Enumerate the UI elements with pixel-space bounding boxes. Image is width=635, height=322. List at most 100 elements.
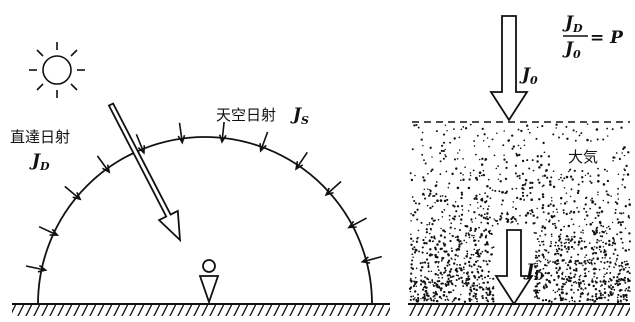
atmosphere-dot (528, 168, 530, 170)
atmosphere-dot (578, 278, 580, 280)
atmosphere-dot (621, 152, 623, 154)
atmosphere-dot (529, 187, 531, 189)
atmosphere-dot (577, 260, 579, 262)
atmosphere-dot (562, 289, 564, 291)
atmosphere-dot (547, 261, 549, 263)
atmosphere-dot (448, 291, 451, 294)
atmosphere-dot (590, 175, 592, 177)
atmosphere-dot (426, 295, 428, 297)
atmosphere-dot (536, 160, 538, 162)
atmosphere-dot (518, 129, 520, 131)
atmosphere-dot (473, 282, 476, 285)
atmosphere-dot (475, 177, 478, 180)
atmosphere-dot (617, 188, 619, 190)
atmosphere-dot (591, 295, 593, 297)
atmosphere-dot (575, 268, 577, 270)
atmosphere-dot (581, 238, 583, 240)
atmosphere-dot (595, 229, 598, 232)
atmosphere-dot (547, 272, 549, 274)
atmosphere-dot (615, 264, 617, 266)
atmosphere-dot (596, 298, 598, 300)
atmosphere-dot (571, 296, 573, 298)
atmosphere-dot (486, 235, 488, 237)
atmosphere-dot (470, 124, 472, 126)
atmosphere-dot (470, 172, 472, 174)
atmosphere-dot (460, 294, 462, 296)
atmosphere-dot (423, 300, 424, 301)
atmosphere-dot (573, 224, 575, 226)
atmosphere-dot (554, 223, 556, 225)
atmosphere-dot (467, 253, 469, 255)
atmosphere-dot (536, 260, 538, 262)
atmosphere-dot (490, 197, 492, 199)
atmosphere-dot (423, 159, 425, 161)
atmosphere-dot (443, 294, 446, 297)
atmosphere-dot (621, 213, 623, 215)
atmosphere-dot (626, 271, 627, 272)
atmosphere-dot (526, 159, 528, 161)
atmosphere-dot (422, 132, 424, 134)
atmosphere-dot (592, 258, 594, 260)
atmosphere-dot (507, 221, 509, 223)
atmosphere-dot (470, 175, 472, 177)
atmosphere-dot (454, 259, 456, 261)
atmosphere-dot (423, 179, 426, 182)
atmosphere-dot (420, 262, 422, 264)
atmosphere-dot (491, 247, 493, 249)
atmosphere-dot (554, 245, 556, 247)
atmosphere-dot (577, 289, 579, 291)
atmosphere-dot (538, 250, 540, 252)
atmosphere-dot (616, 233, 618, 235)
atmosphere-dot (565, 276, 566, 277)
atmosphere-dot (489, 187, 491, 189)
atmosphere-dot (497, 165, 499, 167)
atmosphere-dot (573, 269, 575, 271)
atmosphere-dot (593, 231, 596, 234)
atmosphere-dot (530, 198, 533, 201)
atmosphere-dot (487, 294, 489, 296)
atmosphere-dot (484, 213, 486, 215)
atmosphere-dot (430, 170, 432, 172)
atmosphere-dot (532, 159, 534, 161)
atmosphere-dot (569, 169, 571, 171)
atmosphere-dot (527, 212, 530, 215)
transmitted-radiation-symbol: JD (523, 261, 544, 283)
atmosphere-dot (457, 187, 460, 190)
atmosphere-dot (625, 165, 627, 167)
atmosphere-dot (485, 217, 487, 219)
atmosphere-dot (445, 149, 446, 150)
atmosphere-dot (622, 221, 624, 223)
atmosphere-dot (584, 256, 586, 258)
atmosphere-dot (429, 195, 431, 197)
atmosphere-dot (578, 240, 580, 242)
atmosphere-dot (613, 253, 615, 255)
atmosphere-dot (556, 208, 558, 210)
atmosphere-dot (558, 253, 560, 255)
atmosphere-dot (600, 294, 602, 296)
atmosphere-dot (578, 262, 580, 264)
atmosphere-dot (426, 228, 428, 230)
atmosphere-dot (546, 279, 548, 281)
atmosphere-dot (544, 151, 546, 153)
atmosphere-dot (593, 276, 595, 278)
atmosphere-dot (453, 262, 455, 264)
atmosphere-dot (477, 271, 479, 273)
atmosphere-dot (474, 249, 476, 251)
atmosphere-dot (436, 300, 438, 302)
atmosphere-dot (608, 243, 611, 246)
atmosphere-dot (487, 218, 489, 220)
atmosphere-dot (446, 199, 448, 201)
atmosphere-dot (599, 246, 602, 249)
atmosphere-dot (565, 242, 567, 244)
atmosphere-dot (486, 185, 489, 188)
atmosphere-dot (548, 155, 550, 157)
atmosphere-dot (461, 128, 463, 130)
atmosphere-dot (458, 248, 461, 251)
atmosphere-dot (559, 268, 561, 270)
atmosphere-dot (486, 195, 488, 197)
atmosphere-dot (513, 145, 515, 147)
atmosphere-dot (425, 242, 427, 244)
atmosphere-dot (589, 242, 591, 244)
atmosphere-dot (445, 270, 447, 272)
atmosphere-dot (426, 258, 428, 260)
